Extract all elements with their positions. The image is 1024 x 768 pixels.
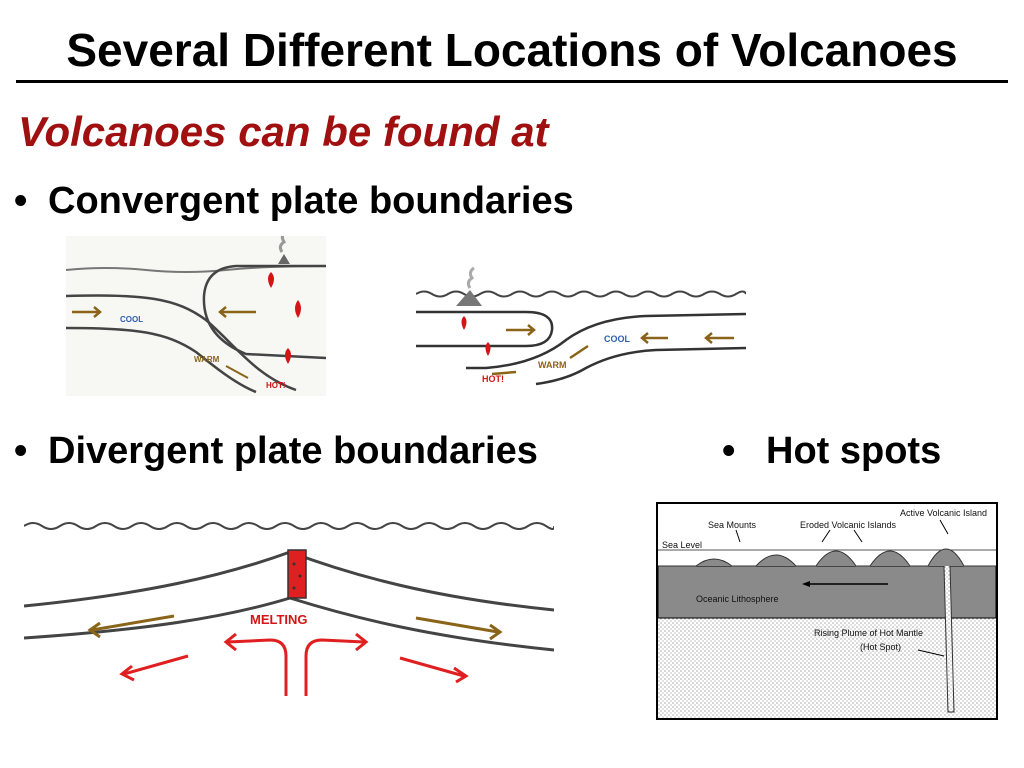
plate-bottom-edge [535, 346, 746, 386]
label-pointer [821, 529, 831, 543]
label-plume: Rising Plume of Hot Mantle [814, 628, 923, 638]
label-sea-mounts: Sea Mounts [708, 520, 757, 530]
slide-title: Several Different Locations of Volcanoes [16, 22, 1008, 83]
label-warm: WARM [538, 360, 567, 370]
label-warm: WARM [194, 355, 220, 364]
label-pointer [735, 529, 741, 543]
divergent-diagram: MELTING [24, 522, 554, 696]
plate-top-edge [466, 312, 746, 370]
label-melting: MELTING [250, 612, 308, 627]
label-active-island: Active Volcanic Island [900, 508, 987, 518]
magma-drop-icon [295, 300, 301, 318]
magma-drop-icon [461, 316, 467, 330]
magma-drop-icon [268, 272, 274, 288]
arrow-left-icon [123, 654, 189, 676]
bullet-hotspots: • Hot spots [722, 428, 941, 474]
arrow-up-left-icon [227, 638, 288, 696]
label-sea-level: Sea Level [662, 540, 702, 550]
volcano-icon [456, 290, 482, 306]
sea-surface [24, 522, 554, 530]
bullet-dot: • [722, 430, 736, 472]
bullet-dot: • [14, 430, 28, 472]
label-eroded-islands: Eroded Volcanic Islands [800, 520, 897, 530]
overriding-plate [202, 264, 326, 360]
arrow-up-right-icon [304, 638, 365, 696]
label-pointer [853, 529, 863, 543]
mantle-area [658, 618, 996, 718]
label-hot-spot: (Hot Spot) [860, 642, 901, 652]
plate-top-edge [66, 294, 297, 392]
label-cool: COOL [604, 334, 631, 344]
bullet-hotspots-text: Hot spots [766, 430, 942, 472]
overriding-plate [416, 310, 554, 348]
arrow-right-icon [399, 656, 465, 678]
magma-drop-icon [485, 342, 491, 356]
label-cool: COOL [120, 315, 143, 324]
bullet-convergent: • Convergent plate boundaries [14, 178, 574, 224]
label-lithosphere: Oceanic Lithosphere [696, 594, 779, 604]
label-hot: HOT! [266, 381, 286, 390]
smoke-icon [466, 266, 475, 289]
arrow-down-icon [225, 365, 249, 379]
bullet-convergent-text: Convergent plate boundaries [48, 180, 574, 222]
bullet-divergent-text: Divergent plate boundaries [48, 430, 538, 472]
smoke-icon [278, 236, 287, 253]
arrow-right-icon [415, 616, 499, 634]
bullet-divergent: • Divergent plate boundaries [14, 428, 538, 474]
hotspot-diagram: Active Volcanic Island Sea Mounts Eroded… [656, 502, 998, 720]
label-hot: HOT! [482, 374, 504, 384]
arrow-down-icon [569, 344, 589, 360]
bullet-dot: • [14, 180, 28, 222]
magma-drop-icon [285, 348, 291, 364]
arrow-left-icon [491, 370, 517, 376]
plate-bottom-edge [66, 326, 257, 394]
mantle-plume [943, 565, 955, 713]
convergent-diagram-right: COOL WARM HOT! [416, 266, 746, 386]
slide-subtitle: Volcanoes can be found at [18, 108, 549, 155]
magma-rift [287, 549, 307, 599]
arrow-left-icon [91, 614, 175, 632]
label-pointer [917, 649, 945, 657]
volcano-icon [278, 254, 290, 264]
volcanic-islands [658, 548, 996, 567]
convergent-diagram-left: COOL WARM HOT! [66, 236, 326, 396]
label-pointer [939, 519, 949, 535]
